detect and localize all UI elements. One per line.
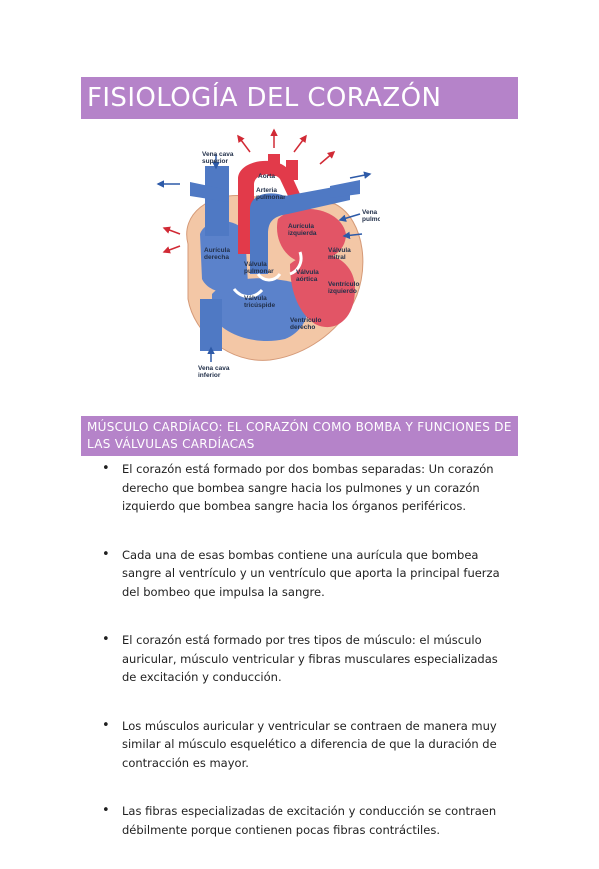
label-vena-cava-superior-2: superior (202, 158, 228, 165)
svg-text:Venapulmonar: Venapulmonar (362, 209, 380, 223)
label-vena-cava-superior-1: Vena cava (202, 151, 234, 158)
vena-cava-inferior (200, 299, 222, 351)
bullet-item: Los músculos auricular y ventricular se … (100, 717, 512, 773)
bullet-item: Las fibras especializadas de excitación … (100, 802, 512, 839)
bullet-item: El corazón está formado por tres tipos d… (100, 631, 512, 687)
pulmonary-artery (250, 184, 350, 274)
right-ventricle (212, 278, 309, 342)
bullet-item: El corazón está formado por dos bombas s… (100, 460, 512, 516)
label-aorta: Aorta (258, 173, 275, 180)
left-ventricle (290, 253, 355, 328)
bullet-list: El corazón está formado por dos bombas s… (100, 460, 512, 869)
page-title: FISIOLOGÍA DEL CORAZÓN (87, 83, 442, 113)
section-heading: MÚSCULO CARDÍACO: EL CORAZÓN COMO BOMBA … (87, 420, 512, 451)
left-atrium (276, 208, 346, 263)
right-atrium (200, 221, 248, 293)
title-banner: FISIOLOGÍA DEL CORAZÓN (81, 77, 518, 119)
section-banner: MÚSCULO CARDÍACO: EL CORAZÓN COMO BOMBA … (81, 416, 518, 456)
bullet-item: Cada una de esas bombas contiene una aur… (100, 546, 512, 602)
